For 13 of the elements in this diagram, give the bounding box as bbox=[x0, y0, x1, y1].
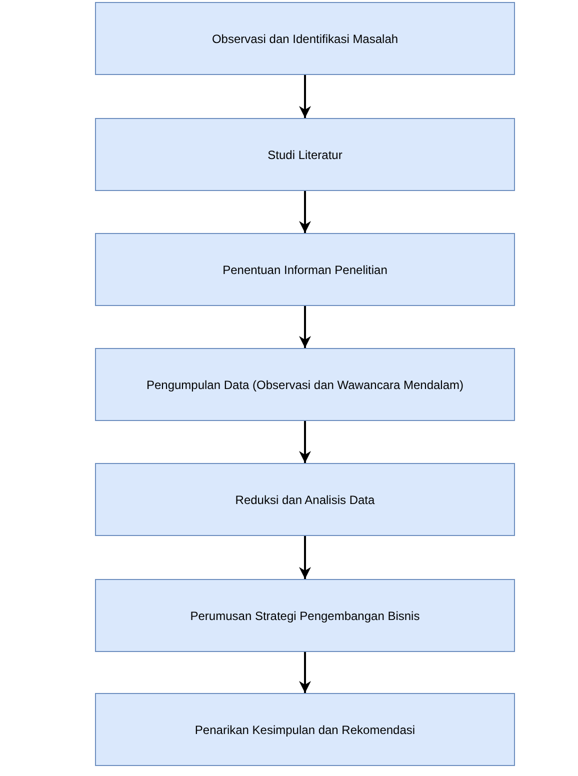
arrow bbox=[299, 652, 311, 693]
arrow bbox=[299, 421, 311, 463]
process-box: Perumusan Strategi Pengembangan Bisnis bbox=[95, 579, 515, 652]
process-box: Studi Literatur bbox=[95, 118, 515, 191]
arrow bbox=[299, 191, 311, 233]
process-box: Penarikan Kesimpulan dan Rekomendasi bbox=[95, 693, 515, 766]
arrow bbox=[299, 306, 311, 348]
process-box: Pengumpulan Data (Observasi dan Wawancara Mendalam) bbox=[95, 348, 515, 421]
arrow bbox=[299, 536, 311, 579]
process-box: Observasi dan Identifikasi Masalah bbox=[95, 2, 515, 75]
arrow bbox=[299, 75, 311, 118]
process-box: Reduksi dan Analisis Data bbox=[95, 463, 515, 536]
process-box: Penentuan Informan Penelitian bbox=[95, 233, 515, 306]
